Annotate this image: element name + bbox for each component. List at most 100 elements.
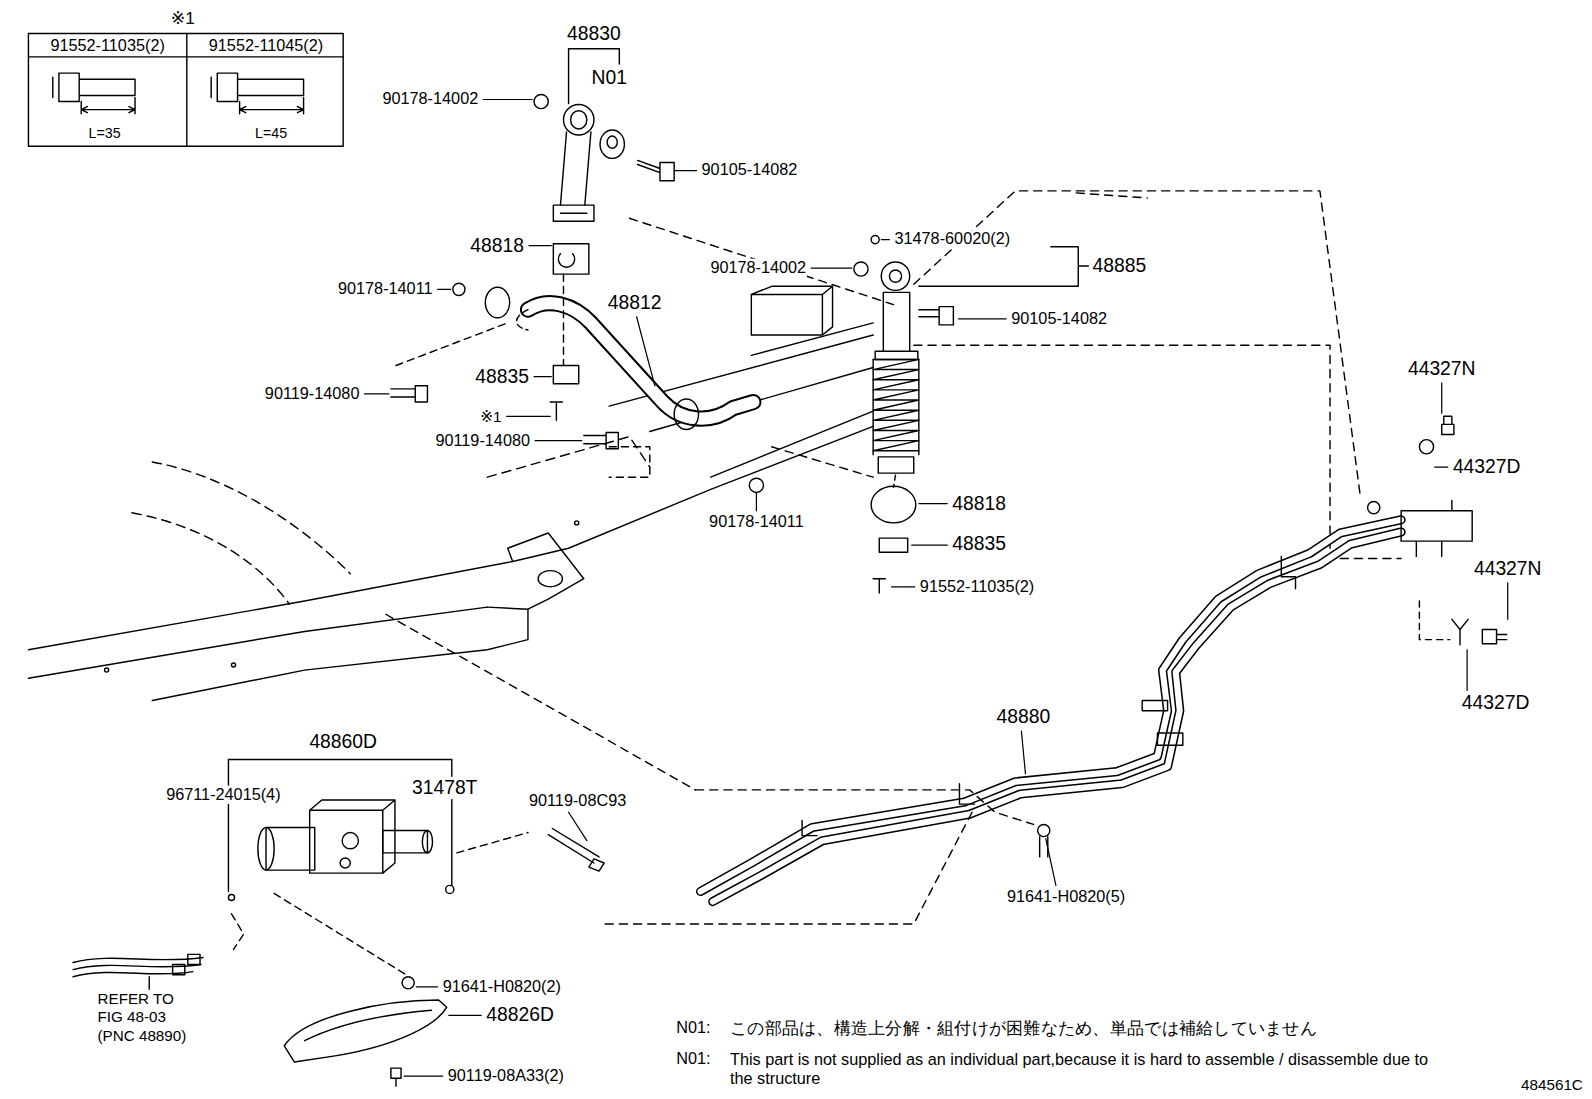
callout-number: 96711-24015(4) xyxy=(165,786,281,805)
illustration-line xyxy=(875,292,918,359)
illustration-line xyxy=(605,807,975,924)
illustration-line xyxy=(550,402,562,420)
callout-number: 90119-14080 xyxy=(264,385,361,404)
illustration-line xyxy=(149,977,150,987)
illustration-line xyxy=(396,323,650,477)
illustration-line xyxy=(28,34,343,147)
illustration-line xyxy=(563,274,564,365)
illustration-line xyxy=(1507,583,1508,620)
illustration-line xyxy=(756,493,757,510)
footnote-text: この部品は、構造上分解・組付けが困難なため、単品では補給していません xyxy=(729,1019,1318,1039)
illustration-line xyxy=(416,986,437,987)
illustration-line xyxy=(517,310,528,330)
illustration-line xyxy=(508,533,584,609)
callout-number: 48826D xyxy=(485,1004,555,1026)
callout-number: N01: xyxy=(675,1019,711,1038)
illustration-line xyxy=(483,99,532,100)
callout-number: 90105-14082 xyxy=(1010,309,1108,328)
illustration-line xyxy=(258,827,274,870)
illustration-line xyxy=(1038,824,1050,836)
illustration-line xyxy=(529,245,551,246)
frame-outline xyxy=(28,323,873,701)
illustration-line xyxy=(873,579,885,593)
illustration-line xyxy=(152,462,350,574)
illustration-line xyxy=(674,170,696,171)
illustration-line xyxy=(340,858,350,868)
illustration-line xyxy=(453,283,465,295)
illustration-line xyxy=(600,130,624,158)
callout-number: 90119-08C93 xyxy=(528,792,627,811)
illustration-line xyxy=(211,73,303,101)
callout-number: 48835 xyxy=(951,533,1007,555)
illustration-line xyxy=(749,478,763,492)
illustration-line xyxy=(528,303,753,418)
callout-number: 44327D xyxy=(1461,691,1531,713)
illustration-line xyxy=(284,1000,446,1062)
callout-number: 48830 xyxy=(566,22,622,44)
hydraulic-tube xyxy=(386,416,1507,924)
illustration-line xyxy=(422,831,432,853)
illustration-line xyxy=(28,607,487,678)
illustration-line xyxy=(535,440,582,441)
illustration-line xyxy=(446,885,454,893)
illustration-line xyxy=(186,34,187,147)
illustration-line xyxy=(871,236,879,244)
illustration-line xyxy=(457,833,528,853)
callout-number: 91552-11035(2) xyxy=(49,36,165,55)
callout-number: 48835 xyxy=(474,366,530,388)
illustration-line xyxy=(751,286,832,335)
bolt-table xyxy=(28,34,343,147)
illustration-line xyxy=(674,399,698,429)
illustration-line xyxy=(553,244,589,274)
callout-number: 44327D xyxy=(1452,456,1522,478)
illustration-line xyxy=(81,97,135,113)
illustration-line xyxy=(1435,466,1448,467)
illustration-line xyxy=(534,376,551,377)
illustration-line xyxy=(553,205,594,221)
illustration-line xyxy=(553,366,578,384)
callout-number: 31478T xyxy=(411,777,478,799)
illustration-line xyxy=(1442,416,1454,434)
reference-note: REFER TO FIG 48-03 (PNC 48890) xyxy=(96,990,195,1045)
illustration-line xyxy=(889,270,901,282)
callout-number: 44327N xyxy=(1407,357,1477,379)
illustration-line xyxy=(919,307,954,325)
illustration-line xyxy=(507,416,551,417)
callout-number: ※1 xyxy=(479,408,502,426)
callout-number: 90178-14011 xyxy=(337,280,434,299)
leader-lines xyxy=(149,99,1507,1076)
callout-number: 90178-14002 xyxy=(381,90,479,109)
callout-number: 90105-14082 xyxy=(701,161,799,180)
illustration-line xyxy=(386,614,696,790)
illustration-line xyxy=(548,828,604,871)
callout-number: 48885 xyxy=(1091,255,1147,277)
callout-number: 91552-11045(2) xyxy=(208,36,324,55)
illustration-line xyxy=(1441,383,1442,413)
callout-number: N01: xyxy=(675,1050,711,1069)
illustration-line xyxy=(881,262,909,290)
callout-number: 90119-08A33(2) xyxy=(447,1067,565,1086)
illustration-line xyxy=(1482,629,1506,643)
illustration-line xyxy=(919,247,1089,287)
callout-number: 44327N xyxy=(1473,557,1543,579)
illustration-line xyxy=(266,827,315,870)
illustration-line xyxy=(695,790,1033,825)
callout-number: 91641-H0820(5) xyxy=(1006,888,1126,907)
illustration-line xyxy=(560,132,590,205)
illustration-line xyxy=(893,475,895,487)
callout-number: 48818 xyxy=(951,492,1007,514)
illustration-line xyxy=(891,586,914,587)
illustration-line xyxy=(449,1015,481,1016)
illustration-line xyxy=(1419,601,1449,640)
callout-number: 48818 xyxy=(469,235,525,257)
callout-number: 91552-11035(2) xyxy=(919,578,1035,597)
illustration-line xyxy=(228,894,234,900)
illustration-line xyxy=(231,893,406,974)
illustration-line xyxy=(528,303,753,418)
callout-number: 48812 xyxy=(607,291,663,313)
illustration-line xyxy=(383,831,428,853)
illustration-line xyxy=(534,94,548,108)
illustration-line xyxy=(854,262,868,276)
pipe-and-guard xyxy=(73,954,447,1086)
illustration-line xyxy=(73,957,203,976)
